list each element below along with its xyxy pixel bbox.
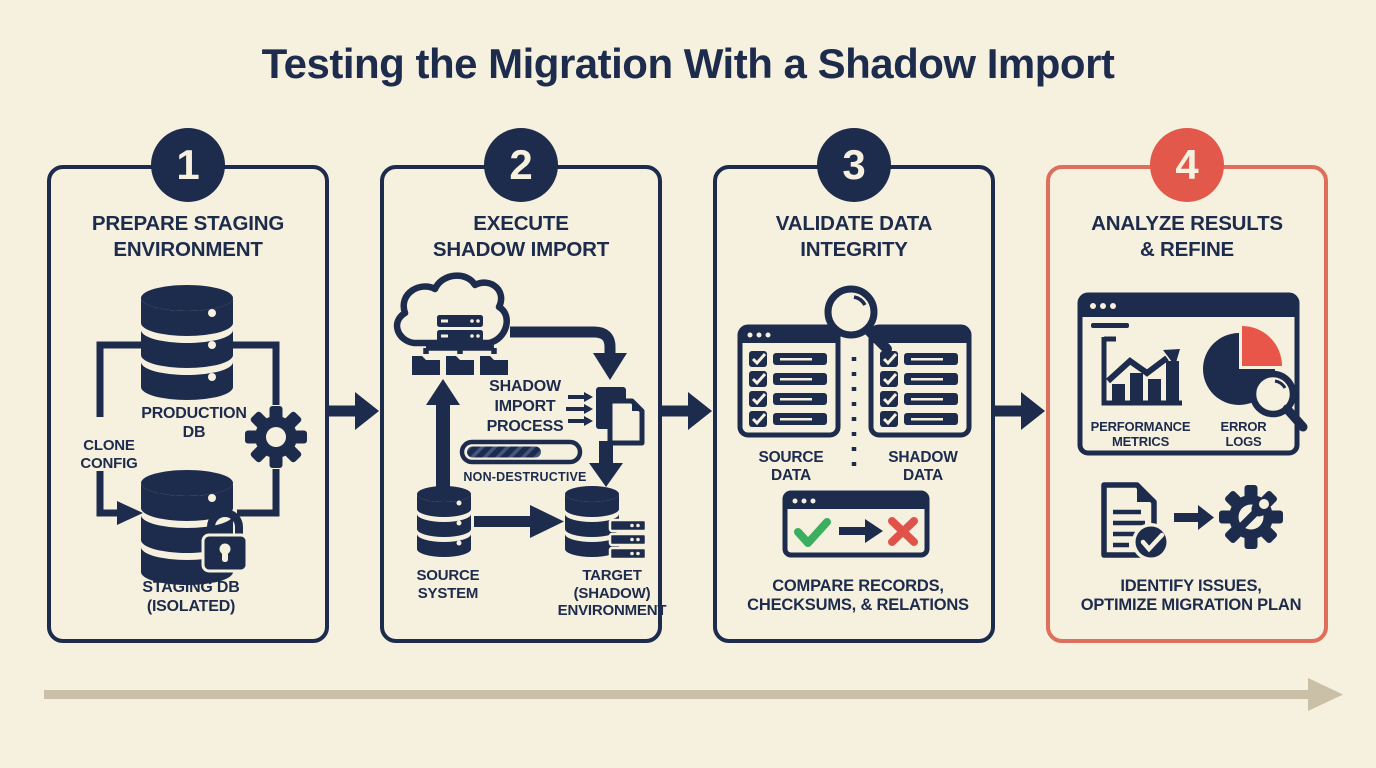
step-4-badge: 4 xyxy=(1150,128,1224,202)
flow-arrow-1-icon xyxy=(328,392,379,430)
step-2-badge: 2 xyxy=(484,128,558,202)
step-1-number: 1 xyxy=(176,141,200,188)
step-2-number: 2 xyxy=(509,141,533,188)
source-checklist-window xyxy=(737,324,841,438)
cross-mark-icon xyxy=(888,517,918,546)
non-destructive-label: NON-DESTRUCTIVE xyxy=(463,470,587,484)
compare-arrow-icon xyxy=(839,519,883,543)
step-2-panel: 2 EXECUTE SHADOW IMPORT xyxy=(380,128,667,643)
source-data-label: SOURCE DATA xyxy=(758,449,824,485)
flow-arrow-3-icon xyxy=(994,392,1045,430)
shadow-checklist-window xyxy=(868,324,972,438)
cloud-server-icon xyxy=(393,272,510,347)
timeline-arrow-icon xyxy=(44,678,1343,711)
server-rack-icon xyxy=(608,518,648,561)
page-title: Testing the Migration With a Shadow Impo… xyxy=(261,40,1115,87)
step-3-panel: 3 VALIDATE DATA INTEGRITY xyxy=(713,128,995,643)
shadow-data-label: SHADOW DATA xyxy=(888,449,958,485)
staging-db-label: STAGING DB (ISOLATED) xyxy=(142,579,240,615)
step-1-title: PREPARE STAGING ENVIRONMENT xyxy=(91,212,285,262)
pie-chart-icon xyxy=(1203,326,1282,405)
target-environment-label: TARGET (SHADOW) ENVIRONMENT xyxy=(557,567,667,620)
report-document-icon xyxy=(1101,482,1170,561)
step-3-title: VALIDATE DATA INTEGRITY xyxy=(775,212,933,262)
source-database-icon xyxy=(417,486,471,557)
target-database-icon xyxy=(565,486,619,557)
shadow-import-process-label: SHADOW IMPORT PROCESS xyxy=(486,378,564,435)
error-logs-label: ERROR LOGS xyxy=(1220,419,1267,450)
check-mark-icon xyxy=(794,518,831,547)
refine-arrow-icon xyxy=(1174,505,1214,530)
step-1-panel: 1 PREPARE STAGING ENVIRONMENT xyxy=(47,128,329,643)
import-arrow-icon xyxy=(474,505,564,538)
documents-icon xyxy=(596,387,645,446)
step-1-badge: 1 xyxy=(151,128,225,202)
step-3-number: 3 xyxy=(842,141,866,188)
staging-database-icon xyxy=(141,470,233,585)
bar-chart-icon xyxy=(1101,336,1182,406)
clone-config-label: CLONE CONFIG xyxy=(80,437,138,472)
folder-tree-icon xyxy=(412,342,508,375)
step-3-badge: 3 xyxy=(817,128,891,202)
refine-caption: IDENTIFY ISSUES, OPTIMIZE MIGRATION PLAN xyxy=(1080,577,1302,615)
magnifier-icon xyxy=(824,285,892,354)
progress-bar xyxy=(459,439,583,465)
step-4-title: ANALYZE RESULTS & REFINE xyxy=(1091,212,1283,262)
performance-metrics-label: PERFORMANCE METRICS xyxy=(1090,419,1191,450)
step-4-number: 4 xyxy=(1175,141,1199,188)
compare-caption: COMPARE RECORDS, CHECKSUMS, & RELATIONS xyxy=(747,577,969,615)
flow-arrow-2-icon xyxy=(661,392,712,430)
production-database-icon xyxy=(141,285,233,400)
compare-window xyxy=(782,490,930,558)
clone-arrow-icon xyxy=(117,501,143,525)
elbow-arrow-icon xyxy=(510,326,627,380)
production-db-label: PRODUCTION DB xyxy=(141,405,247,441)
step-4-panel: 4 ANALYZE RESULTS & REFINE xyxy=(1046,128,1328,643)
source-system-label: SOURCE SYSTEM xyxy=(416,567,480,602)
gear-wrench-icon xyxy=(1219,485,1283,549)
step-2-title: EXECUTE SHADOW IMPORT xyxy=(432,212,610,262)
lock-icon xyxy=(201,509,249,573)
